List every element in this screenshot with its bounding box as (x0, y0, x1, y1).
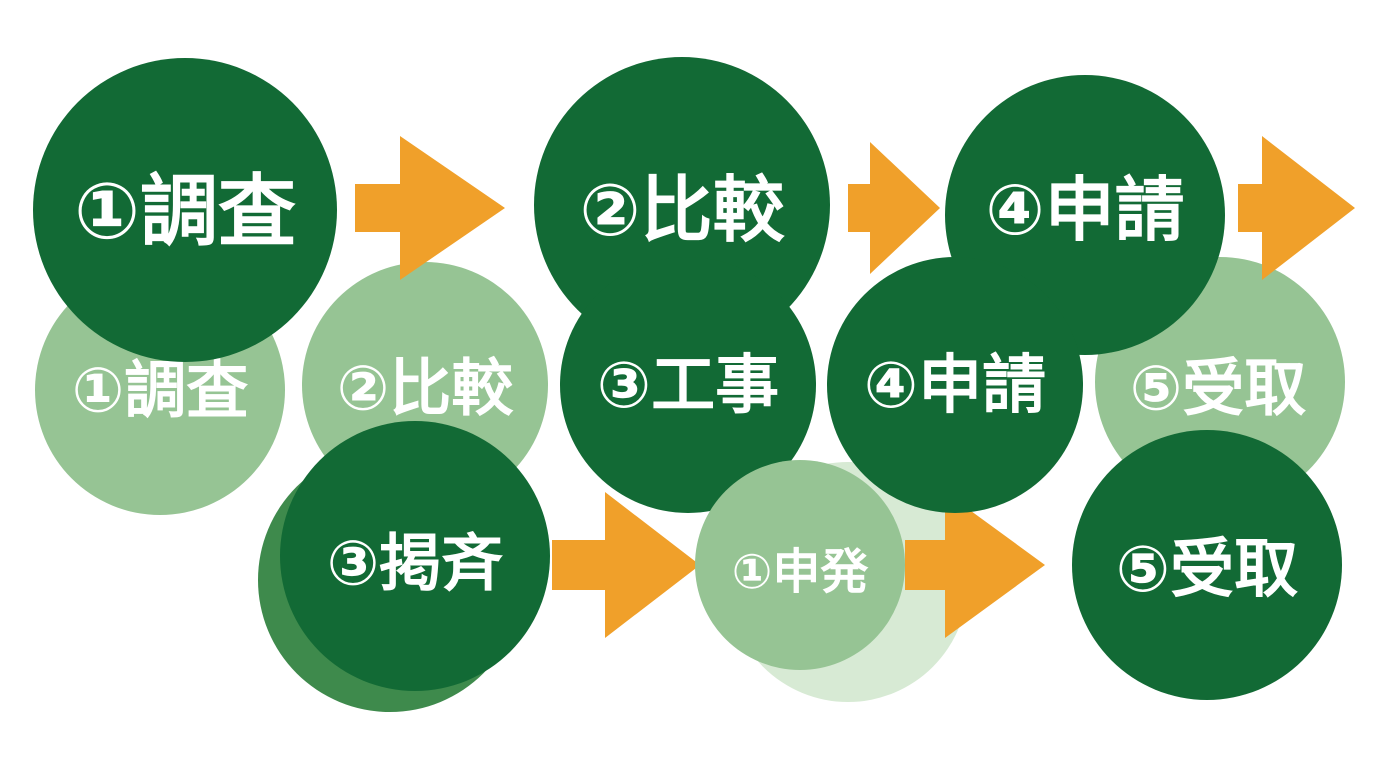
arrow-top-2 (848, 142, 940, 274)
step-3-circle (560, 257, 816, 513)
step-1-label: ①調査 (74, 167, 296, 257)
faded-step-1-label: ①調査 (72, 354, 249, 427)
step-3-bottom-label: ③掲斉 (327, 527, 504, 600)
step-4-upper-label: ④申請 (985, 169, 1184, 251)
step-5-bottom-label: ⑤受取 (1116, 533, 1298, 607)
arrow-top-3 (1238, 136, 1355, 280)
step-3-label: ③工事 (597, 349, 779, 423)
step-4-lower-circle (827, 257, 1083, 513)
step-2-label: ②比較 (580, 168, 786, 252)
step-3-bottom-circle (280, 421, 550, 691)
faded-step-2-label: ②比較 (337, 352, 514, 425)
arrow-top-1 (355, 136, 505, 280)
step-1-bottom-label: ①申発 (732, 544, 870, 600)
step-5-bottom-circle (1072, 430, 1342, 700)
faded-step-5-label: ⑤受取 (1130, 352, 1307, 425)
step-1-circle (33, 58, 337, 362)
arrow-bottom-1 (552, 492, 700, 638)
arrow-bottom-2 (905, 492, 1045, 638)
step-1-bottom-circle (695, 460, 905, 670)
step-4-lower-label: ④申請 (864, 349, 1046, 423)
